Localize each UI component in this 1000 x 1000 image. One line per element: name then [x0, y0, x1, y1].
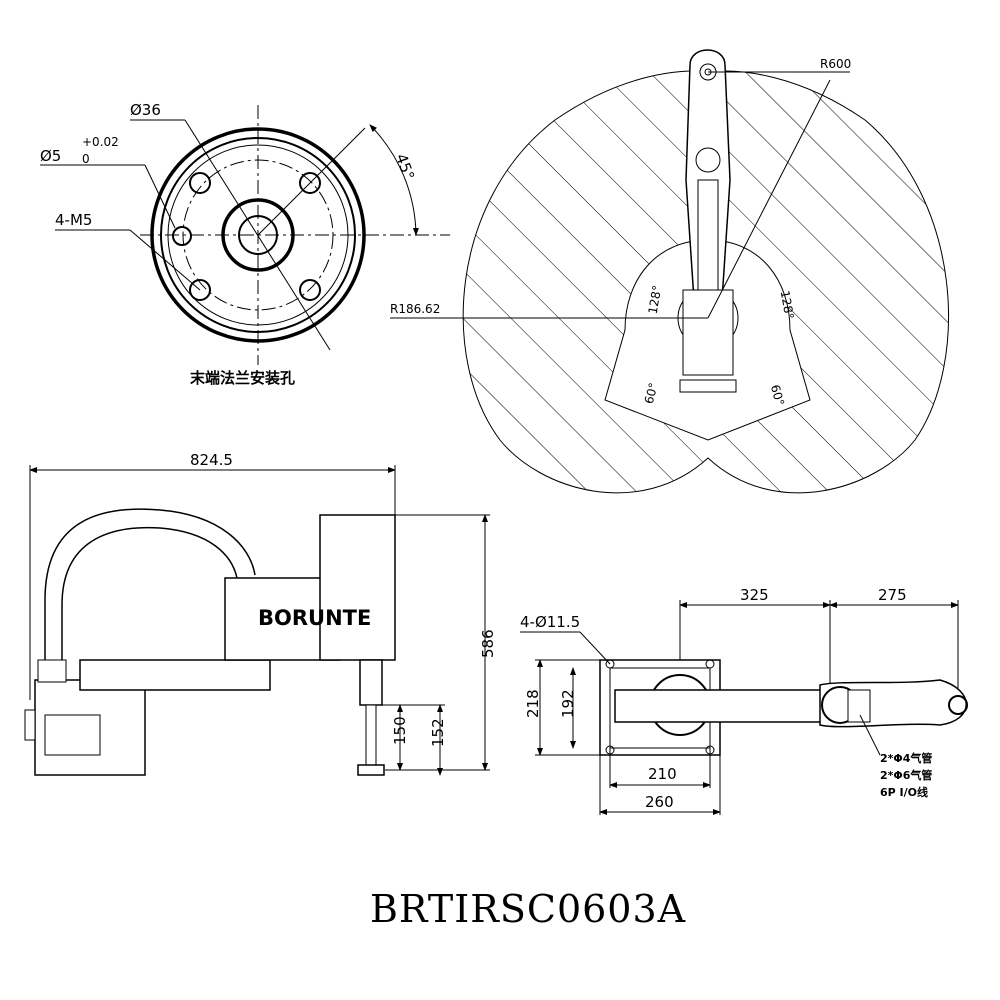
top-view: 325 275 218 192 210 260 4-Ø11.5	[520, 586, 968, 815]
top-tube2: 2*Φ6气管	[880, 768, 932, 782]
pin-hole	[172, 226, 192, 246]
top-io: 6P I/O线	[880, 785, 928, 799]
side-height: 586	[479, 629, 497, 658]
flange-view: Ø36 Ø5 +0.02 0 4-M5 45° 末端法兰安装孔	[40, 101, 450, 387]
top-base-w-outer: 260	[645, 793, 674, 811]
workspace-view: R600 R186.62 128° 128° 60° 60°	[390, 49, 950, 494]
side-view: 824.5 586 BORUNTE 150 152	[24, 451, 497, 776]
flange-center-bore	[221, 198, 295, 272]
side-stroke: 150	[391, 716, 409, 745]
top-arm1: 325	[740, 586, 769, 604]
flange-caption: 末端法兰安装孔	[190, 369, 295, 387]
side-length: 824.5	[190, 451, 233, 469]
thread-hole-4	[299, 279, 321, 301]
top-arm2: 275	[878, 586, 907, 604]
flange-dia-outer: Ø36	[130, 101, 161, 119]
top-holes: 4-Ø11.5	[520, 613, 580, 631]
workspace-angle-base-left: 60°	[642, 381, 661, 405]
side-stroke-alt: 152	[429, 718, 447, 747]
flange-tol-lower: 0	[82, 152, 90, 166]
workspace-angle-base-right: 60°	[768, 383, 787, 407]
flange-angle: 45°	[392, 151, 418, 182]
top-base-h-outer: 218	[524, 689, 542, 718]
workspace-radius-inner: R186.62	[390, 302, 440, 316]
side-arm1	[79, 659, 271, 691]
top-base-h-inner: 192	[559, 689, 577, 718]
thread-hole-1	[189, 172, 211, 194]
flange-thread: 4-M5	[55, 211, 92, 229]
flange-tol-upper: +0.02	[82, 135, 119, 149]
top-base-w-inner: 210	[648, 765, 677, 783]
bolt-circle	[182, 159, 334, 311]
thread-hole-2	[299, 172, 321, 194]
top-tube1: 2*Φ4气管	[880, 751, 932, 765]
flange-outer-rim	[150, 127, 366, 343]
workspace-angle-left: 128°	[646, 284, 665, 315]
workspace-angle-right: 128°	[778, 289, 797, 320]
thread-hole-3	[189, 279, 211, 301]
brand-label: BORUNTE	[258, 606, 371, 630]
model-number: BRTIRSC0603A	[370, 887, 686, 931]
workspace-radius-outer: R600	[820, 57, 851, 71]
flange-dia-pin: Ø5	[40, 147, 61, 165]
